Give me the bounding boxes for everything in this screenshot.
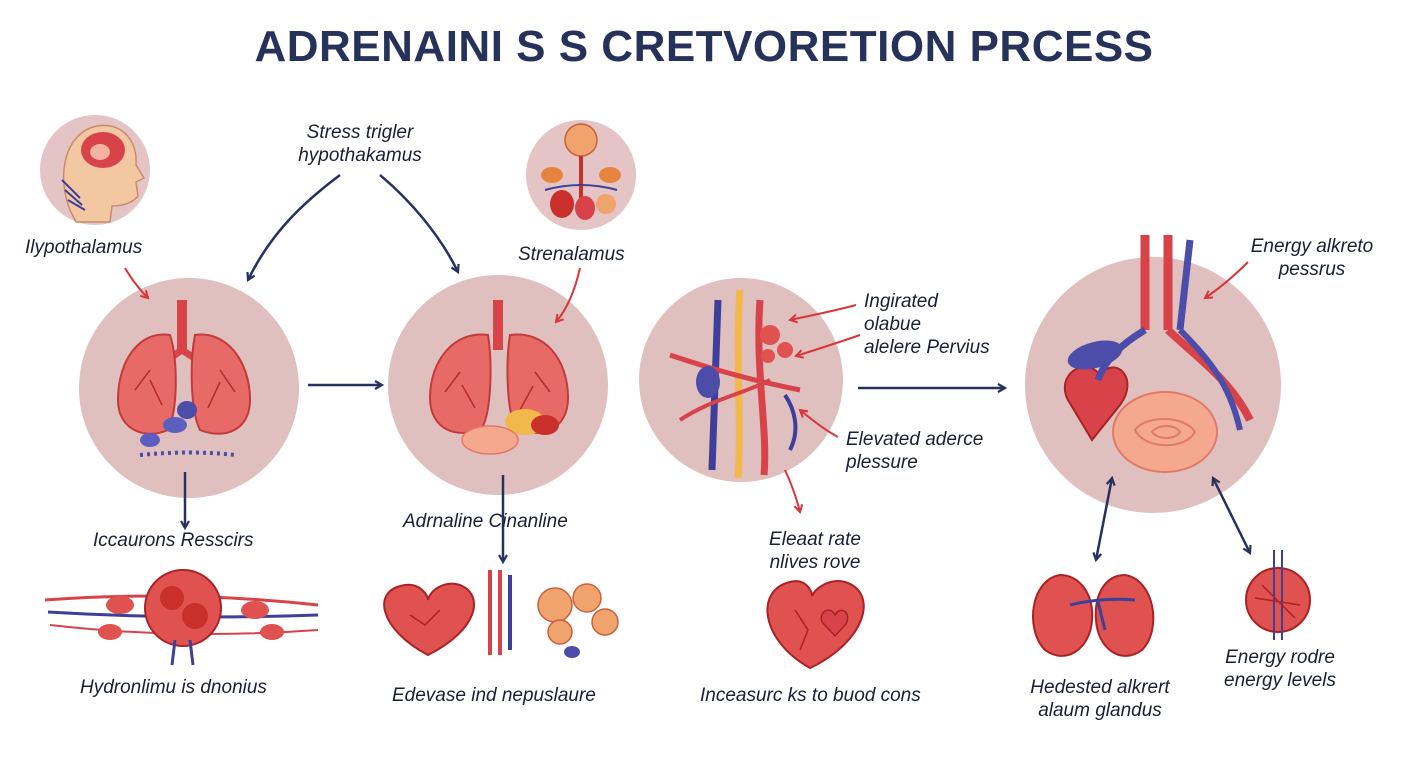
label-stress-trigger-line-1: Stress trigler: [306, 122, 414, 143]
label-ingirated: Ingirated olabue alelere Pervius: [864, 290, 990, 359]
label-hedested-line-1: Hedested alkrert: [1030, 677, 1170, 698]
label-inceasurc: Inceasurc ks to buod cons: [700, 685, 921, 706]
label-ingirated-line-3: alelere Pervius: [864, 337, 990, 358]
vessels-circle: [639, 278, 843, 482]
pointer-arrows: [124, 261, 1249, 512]
heart-gland-circle: [1025, 235, 1281, 513]
label-hydronlimu: Hydronlimu is dnonius: [80, 677, 267, 698]
label-elevated-pressure: Elevated aderce plessure: [846, 428, 983, 474]
label-iccaurons: Iccaurons Resscirs: [93, 530, 254, 551]
label-energy-bottom: Energy rodre energy levels: [1205, 646, 1355, 692]
label-elevated-pressure-line-1: Elevated aderce: [846, 429, 984, 450]
arrow-circle4-to-glands: [1096, 478, 1112, 560]
adrenal-glands-illustration: [1032, 573, 1155, 657]
lungs-circle-2: [388, 275, 608, 495]
label-edevase: Edevase ind nepuslaure: [392, 685, 596, 706]
flow-arrows: [185, 174, 1250, 562]
label-hedested-line-2: alaum glandus: [1038, 700, 1162, 721]
small-heart-illustration: [1245, 550, 1311, 640]
label-stress-trigger: Stress trigler hypothakamus: [255, 121, 465, 167]
label-ingirated-line-1: Ingirated: [864, 291, 938, 312]
label-elevated-rate: Elеaat rate nlives rove: [735, 528, 895, 574]
label-energy-top-line-2: pessrus: [1278, 259, 1346, 280]
label-hypothalamus: Ilypothalamus: [25, 237, 143, 258]
label-elevated-rate-line-2: nlives rove: [769, 552, 861, 573]
label-hedested: Hedested alkrert alaum glandus: [1005, 676, 1195, 722]
label-energy-bottom-line-2: energy levels: [1224, 670, 1336, 691]
arrow-stress-to-lungs-1: [248, 174, 341, 280]
vessel-cluster-illustration: [44, 569, 319, 666]
label-energy-top-line-1: Energy alkreto: [1250, 236, 1374, 257]
head-icon: [40, 115, 150, 225]
label-elevated-pressure-line-2: plessure: [846, 452, 918, 473]
page-title: ADRENAINI S S CRETVORETION PRCESS: [254, 22, 1154, 71]
arrow-circle4-to-heart: [1213, 478, 1250, 553]
label-elevated-rate-line-1: Elеaat rate: [769, 529, 861, 550]
label-ingirated-line-2: olabue: [864, 314, 922, 335]
lungs-circle-1: [79, 278, 299, 498]
label-strenalamus: Strenalamus: [518, 244, 625, 265]
label-adrnaline: Adrnaline Cinanline: [403, 511, 568, 532]
label-stress-trigger-line-2: hypothakamus: [298, 145, 422, 166]
heart-illustration: [766, 580, 865, 670]
label-energy-bottom-line-1: Energy rodre: [1225, 647, 1335, 668]
label-energy-top: Energy alkreto pessrus: [1232, 235, 1392, 281]
glands-icon: [526, 120, 636, 230]
heart-gland-illustration: [383, 570, 619, 658]
arrow-stress-to-lungs-2: [379, 174, 458, 272]
